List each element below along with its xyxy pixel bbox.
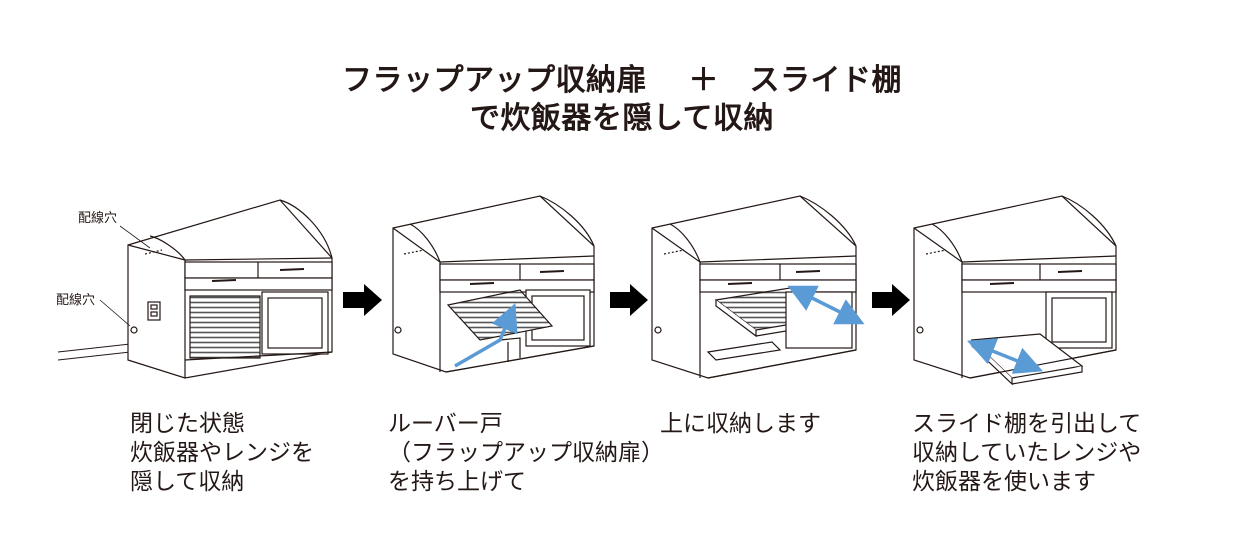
step-caption-2: ルーバー戸 （フラップアップ収納扉） を持ち上げて <box>388 410 664 497</box>
wiring-hole <box>130 326 138 334</box>
louver-door <box>189 295 261 359</box>
caption-line: スライド棚を引出して <box>912 411 1142 437</box>
caption-line: 隠して収納 <box>130 469 245 495</box>
cabinet-slide-shelf-out <box>913 195 1117 386</box>
slide-out-arrow <box>967 338 1043 374</box>
cabinet-closed <box>127 199 333 379</box>
caption-line: を持ち上げて <box>388 469 526 495</box>
step-caption-1: 閉じた状態 炊飯器やレンジを 隠して収納 <box>130 410 314 497</box>
floor <box>57 343 131 361</box>
caption-line: 炊飯器やレンジを <box>130 440 314 466</box>
caption-line: （フラップアップ収納扉） <box>388 440 664 466</box>
leader-line-side <box>99 299 131 327</box>
caption-line: 閉じた状態 <box>130 411 245 437</box>
wiring-hole-top-label: 配線穴 <box>78 210 117 226</box>
title-line-2: で炊飯器を隠して収納 <box>469 101 775 136</box>
right-arrow-icon <box>343 284 382 316</box>
caption-line: 収納していたレンジや <box>912 440 1142 466</box>
slide-in-arrow <box>787 285 865 325</box>
leader-line-top <box>119 225 151 249</box>
right-arrow-icon <box>610 284 648 316</box>
cabinet-flap-stored <box>651 195 857 379</box>
caption-line: 炊飯器を使います <box>912 469 1096 495</box>
lift-arrow <box>454 303 518 368</box>
wiring-hole-side-label: 配線穴 <box>56 292 95 308</box>
cabinet-flap-opening <box>392 195 595 373</box>
right-arrow-icon <box>872 284 910 316</box>
title-line-1: フラップアップ収納扉 ＋ スライド棚 <box>342 63 902 98</box>
caption-line: ルーバー戸 <box>388 411 503 437</box>
caption-line: 上に収納します <box>660 411 821 437</box>
step-caption-4: スライド棚を引出して 収納していたレンジや 炊飯器を使います <box>912 410 1141 497</box>
step-caption-3: 上に収納します <box>660 410 821 439</box>
